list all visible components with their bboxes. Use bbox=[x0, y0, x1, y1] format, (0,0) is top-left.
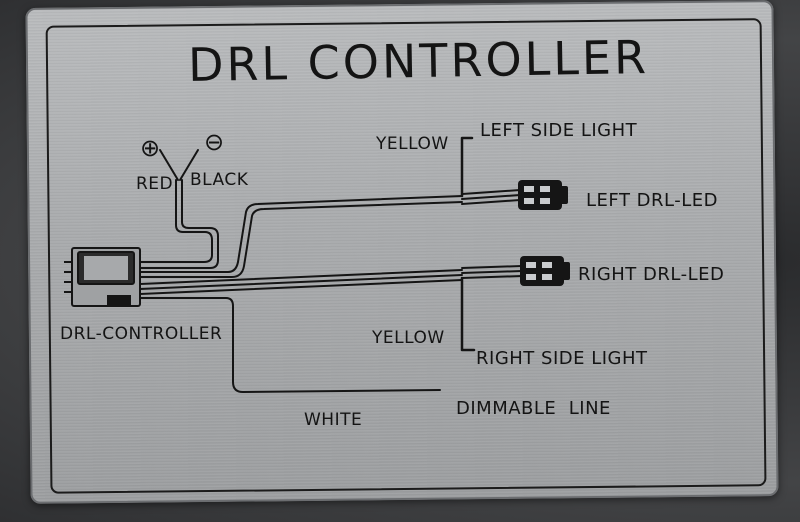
right-side-light-wire bbox=[460, 276, 476, 352]
dimmable-wire bbox=[139, 297, 441, 393]
left-drl-connector bbox=[518, 180, 568, 210]
right-drl-bundle bbox=[461, 265, 523, 279]
right-drl-connector bbox=[520, 256, 570, 286]
left-drl-bundle bbox=[461, 189, 521, 205]
plus-icon: ⊕ bbox=[140, 134, 161, 162]
power-wire-1 bbox=[139, 179, 213, 263]
left-side-light-wire bbox=[460, 136, 474, 198]
right-side-light-label: RIGHT SIDE LIGHT bbox=[476, 348, 648, 369]
left-drl-wire-2 bbox=[139, 201, 463, 278]
black-wire-label: BLACK bbox=[190, 170, 249, 190]
right-drl-wire-3 bbox=[139, 279, 463, 295]
left-drl-wire-1 bbox=[139, 195, 463, 273]
power-wire-2 bbox=[139, 179, 219, 269]
red-wire-branch bbox=[159, 149, 179, 181]
minus-icon: ⊖ bbox=[204, 128, 225, 156]
white-wire-label: WHITE bbox=[304, 410, 363, 430]
dimmable-line-label: DIMMABLE LINE bbox=[456, 398, 611, 419]
yellow-bottom-label: YELLOW bbox=[372, 328, 445, 348]
diagram-title: DRL CONTROLLER bbox=[187, 29, 650, 93]
black-wire-branch bbox=[179, 149, 199, 181]
right-drl-led-label: RIGHT DRL-LED bbox=[578, 264, 725, 285]
left-side-light-label: LEFT SIDE LIGHT bbox=[480, 120, 638, 141]
red-wire-label: RED bbox=[136, 174, 174, 194]
right-drl-wire-1 bbox=[139, 269, 463, 285]
right-drl-wire-2 bbox=[139, 274, 463, 290]
left-drl-led-label: LEFT DRL-LED bbox=[586, 190, 718, 211]
yellow-top-label: YELLOW bbox=[376, 134, 449, 154]
controller-label: DRL-CONTROLLER bbox=[60, 324, 223, 344]
controller-box bbox=[64, 247, 141, 307]
